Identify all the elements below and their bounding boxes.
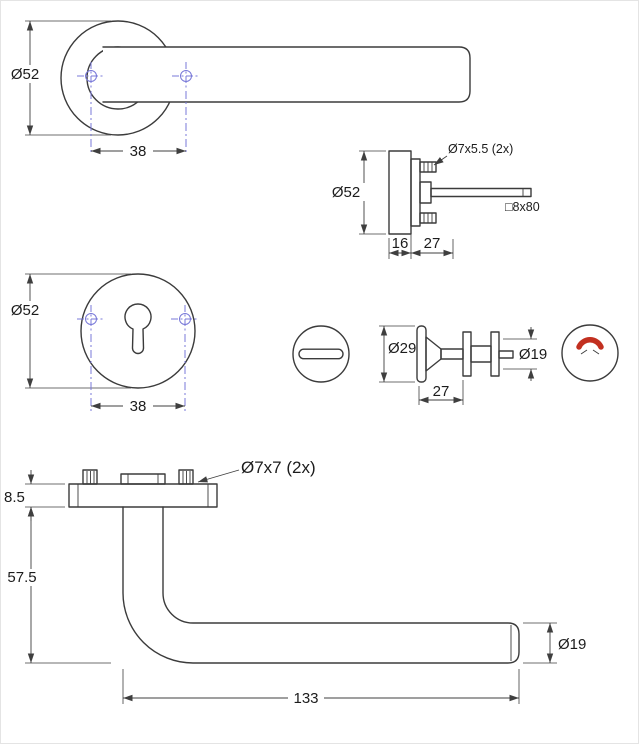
side-view-rose-spindle: Ø52 Ø7x5.5 (2x) □8x80 16 27 [325, 142, 540, 259]
dim-escutcheon-screw-spacing: 38 [90, 334, 186, 415]
dim-side-rose-diameter: Ø52 [325, 150, 386, 235]
mounting-plate-side [410, 158, 421, 227]
note-label-screw-size: Ø7x5.5 (2x) [448, 142, 513, 156]
hub-side [419, 181, 432, 204]
indicator-circle [561, 324, 619, 382]
dim-label-front-rose-diameter: Ø52 [11, 66, 39, 83]
dim-label-wc-hub-diameter: Ø19 [519, 346, 547, 363]
screw-post-right [178, 469, 194, 485]
dim-label-side-rose-diameter: Ø52 [332, 184, 360, 201]
wc-rose-plate-1 [462, 331, 472, 377]
rose-plate-side [68, 483, 218, 508]
dim-label-wc-depth: 27 [433, 383, 450, 400]
indicator-rose [561, 324, 619, 382]
dim-label-escutcheon-diameter: Ø52 [11, 302, 39, 319]
wc-spindle-nub [498, 350, 514, 359]
lever-profile [122, 506, 520, 664]
note-label-spindle-size: □8x80 [505, 200, 540, 214]
front-view-escutcheon: Ø52 38 [4, 273, 200, 415]
dim-tube-diameter: Ø19 [523, 622, 586, 664]
escutcheon-circle [80, 273, 196, 389]
wc-rose-hub [470, 345, 492, 363]
thumbturn-slot [298, 348, 344, 360]
note-label-lever-screws: Ø7x7 (2x) [241, 458, 316, 477]
turn-grip-side [416, 325, 427, 383]
dim-wc-depth: 27 [418, 380, 464, 405]
rose-disc-side [388, 150, 412, 235]
dim-label-rose-thickness: 8.5 [4, 489, 25, 506]
square-spindle [430, 187, 532, 198]
dim-escutcheon-diameter: Ø52 [4, 273, 131, 389]
dim-front-rose-diameter: Ø52 [4, 20, 111, 136]
dim-label-screw-depth: 27 [424, 235, 441, 252]
dim-wc-hub-diameter: Ø19 [503, 327, 551, 381]
turn-cone [425, 336, 442, 372]
center-mark [76, 61, 106, 91]
dim-label-lever-length: 133 [293, 690, 318, 707]
occupied-indicator [576, 337, 604, 350]
dim-handle-drop: 57.5 [3, 507, 111, 664]
wc-turn-set: Ø29 Ø19 27 [292, 324, 619, 405]
spindle-hub-top [120, 473, 166, 485]
dim-label-turn-diameter: Ø29 [388, 340, 416, 357]
side-view-lever: Ø7x7 (2x) 8.5 57.5 Ø19 [3, 458, 586, 707]
dim-label-rose-width: 16 [392, 235, 409, 252]
lever-front-fill [103, 47, 470, 102]
euro-profile-keyhole [124, 303, 152, 355]
wc-rose-plate-2 [490, 331, 500, 377]
dim-lever-length: 133 [122, 669, 520, 707]
note-screw-size: Ø7x5.5 (2x) [433, 142, 513, 166]
lever-front [102, 46, 471, 103]
turn-stem [440, 348, 464, 360]
dim-label-front-screw-spacing: 38 [130, 143, 147, 160]
front-view-lever-on-rose: Ø52 38 [4, 20, 471, 160]
dim-label-handle-drop: 57.5 [7, 569, 36, 586]
dim-label-escutcheon-screw-spacing: 38 [130, 398, 147, 415]
dim-label-tube-diameter: Ø19 [558, 636, 586, 653]
dim-side-depths: 16 27 [388, 229, 454, 259]
dim-front-screw-spacing: 38 [90, 91, 187, 160]
thumbturn-front-circle [292, 325, 350, 383]
screw-post-left [82, 469, 98, 485]
dim-rose-thickness: 8.5 [4, 470, 65, 521]
dim-turn-diameter: Ø29 [379, 325, 416, 383]
note-lever-screws: Ø7x7 (2x) [197, 458, 316, 483]
